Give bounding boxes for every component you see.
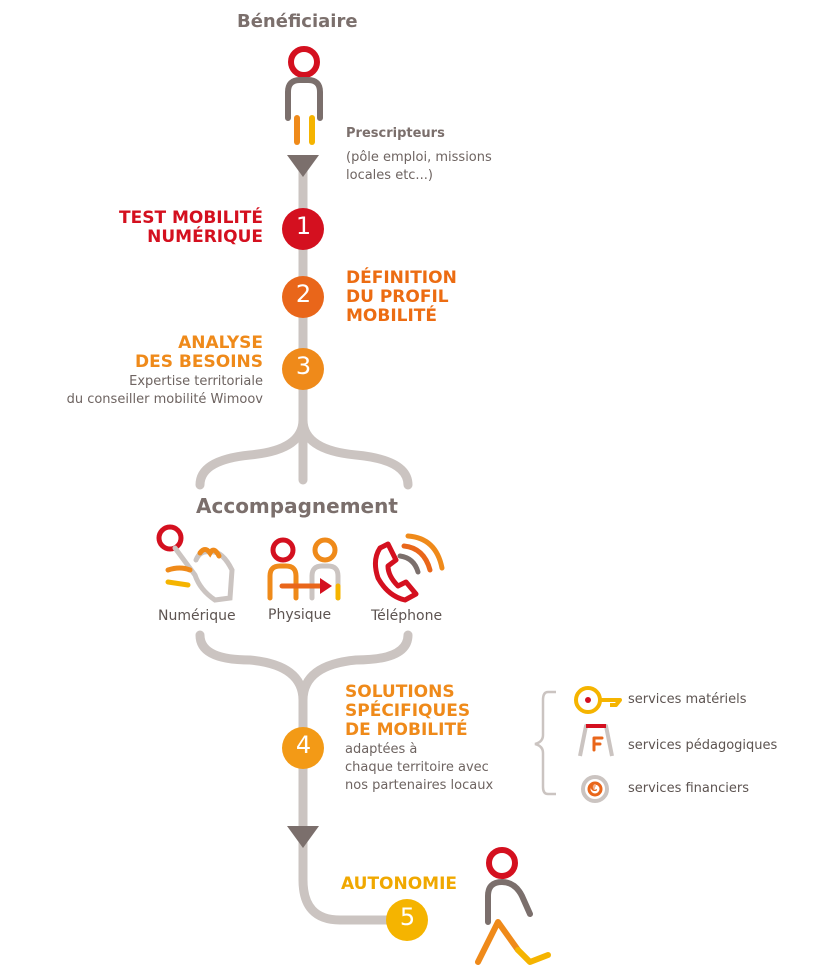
service-label-financiers: services financiers [628,781,749,796]
step-1-title-line-2: NUMÉRIQUE [147,227,263,247]
key-icon [574,686,622,714]
step-circle-5 [386,899,428,941]
arrow-down-1 [287,155,319,177]
prescribers-line-2: locales etc...) [346,168,433,183]
step-circle-3 [282,348,324,390]
step-number-4: 4 [295,731,312,759]
service-label-materiels: services matériels [628,692,747,707]
step-circle-2 [282,276,324,318]
learner-sign-icon [578,724,614,757]
step-4-title-line-2: SPÉCIFIQUES [345,701,471,721]
step-4-title-line-1: SOLUTIONS [345,682,455,702]
step-circle-1 [282,208,324,250]
step-3-desc-line-1: Expertise territoriale [129,374,263,389]
hand-touch-icon [156,524,235,603]
prescribers-line-1: (pôle emploi, missions [346,150,492,165]
step-3-title-line-2: DES BESOINS [135,352,263,372]
step-2-title-line-2: DU PROFIL [346,287,449,307]
beneficiary-title: Bénéficiaire [237,11,358,32]
step-2-title-line-1: DÉFINITION [346,268,457,288]
services-bracket [534,690,556,796]
step-circle-4 [282,727,324,769]
euro-symbol: € [590,781,598,794]
branch-split [195,415,413,490]
step-4-title-line-3: DE MOBILITÉ [345,720,468,740]
two-people-icon [267,537,341,601]
autonomy-person-icon [475,847,551,965]
beneficiary-person-icon [285,46,323,145]
step-2-title-line-3: MOBILITÉ [346,306,438,326]
euro-coin-icon [581,775,609,803]
step-number-1: 1 [295,212,312,240]
timeline-line-bottom [298,685,400,925]
step-5-title: AUTONOMIE [341,874,458,894]
step-1-title-line-1: TEST MOBILITÉ [119,208,263,228]
step-4-desc-line-2: chaque territoire avec [345,760,489,775]
step-4-desc-line-3: nos partenaires locaux [345,778,494,793]
prescribers-title: Prescripteurs [346,126,445,141]
step-4-desc-line-1: adaptées à [345,742,418,757]
mode-label-physique: Physique [268,607,332,623]
phone-icon [372,533,445,603]
step-3-desc-line-2: du conseiller mobilité Wimoov [66,392,263,407]
step-number-5: 5 [399,903,416,931]
step-number-3: 3 [295,352,312,380]
accompaniment-title: Accompagnement [196,494,398,518]
mode-label-numerique: Numérique [158,608,236,624]
step-3-title-line-1: ANALYSE [178,333,263,353]
mode-label-telephone: Téléphone [371,608,443,624]
service-label-pedagogiques: services pédagogiques [628,738,778,753]
arrow-down-2 [287,826,319,848]
branch-merge [195,630,413,705]
step-number-2: 2 [295,280,312,308]
